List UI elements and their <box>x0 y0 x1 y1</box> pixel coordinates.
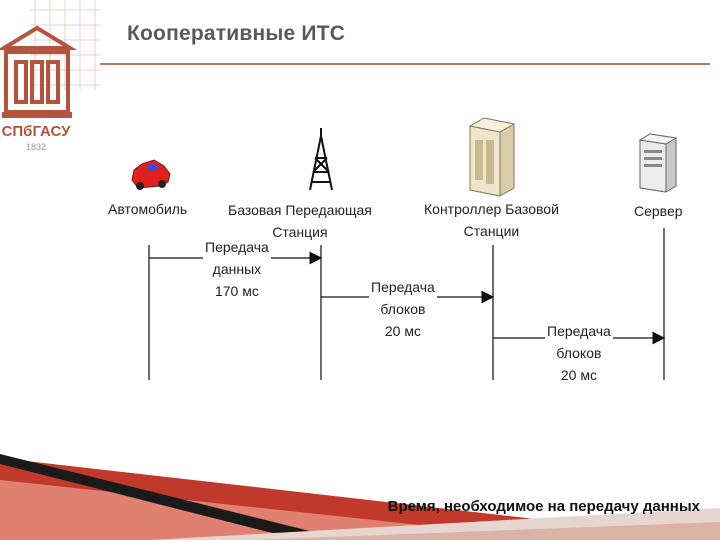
footer-decoration <box>0 454 720 540</box>
antenna-tower-icon <box>309 128 333 191</box>
lane-label-srv: Сервер <box>632 200 685 222</box>
message-label-3: Передача блоков 20 мс <box>545 320 613 386</box>
slide-caption: Время, необходимое на передачу данных <box>387 498 700 515</box>
server-cabinet-icon <box>468 117 516 197</box>
message-label-1: Передача данных 170 мс <box>203 236 271 302</box>
lane-label-bts: Базовая Передающая Станция <box>226 199 374 243</box>
lane-label-bsc: Контроллер Базовой Станции <box>422 198 561 242</box>
university-logo: СПбГАСУ 1832 <box>0 0 100 155</box>
title-divider <box>100 63 710 65</box>
car-icon <box>131 159 171 190</box>
server-icon <box>638 133 678 193</box>
building-logo-icon: СПбГАСУ 1832 <box>0 0 100 152</box>
logo-text: СПбГАСУ <box>2 123 72 140</box>
page-title: Кооперативные ИТС <box>127 22 346 45</box>
logo-year: 1832 <box>26 142 46 152</box>
message-label-2: Передача блоков 20 мс <box>369 276 437 342</box>
lane-label-car: Автомобиль <box>106 198 190 220</box>
